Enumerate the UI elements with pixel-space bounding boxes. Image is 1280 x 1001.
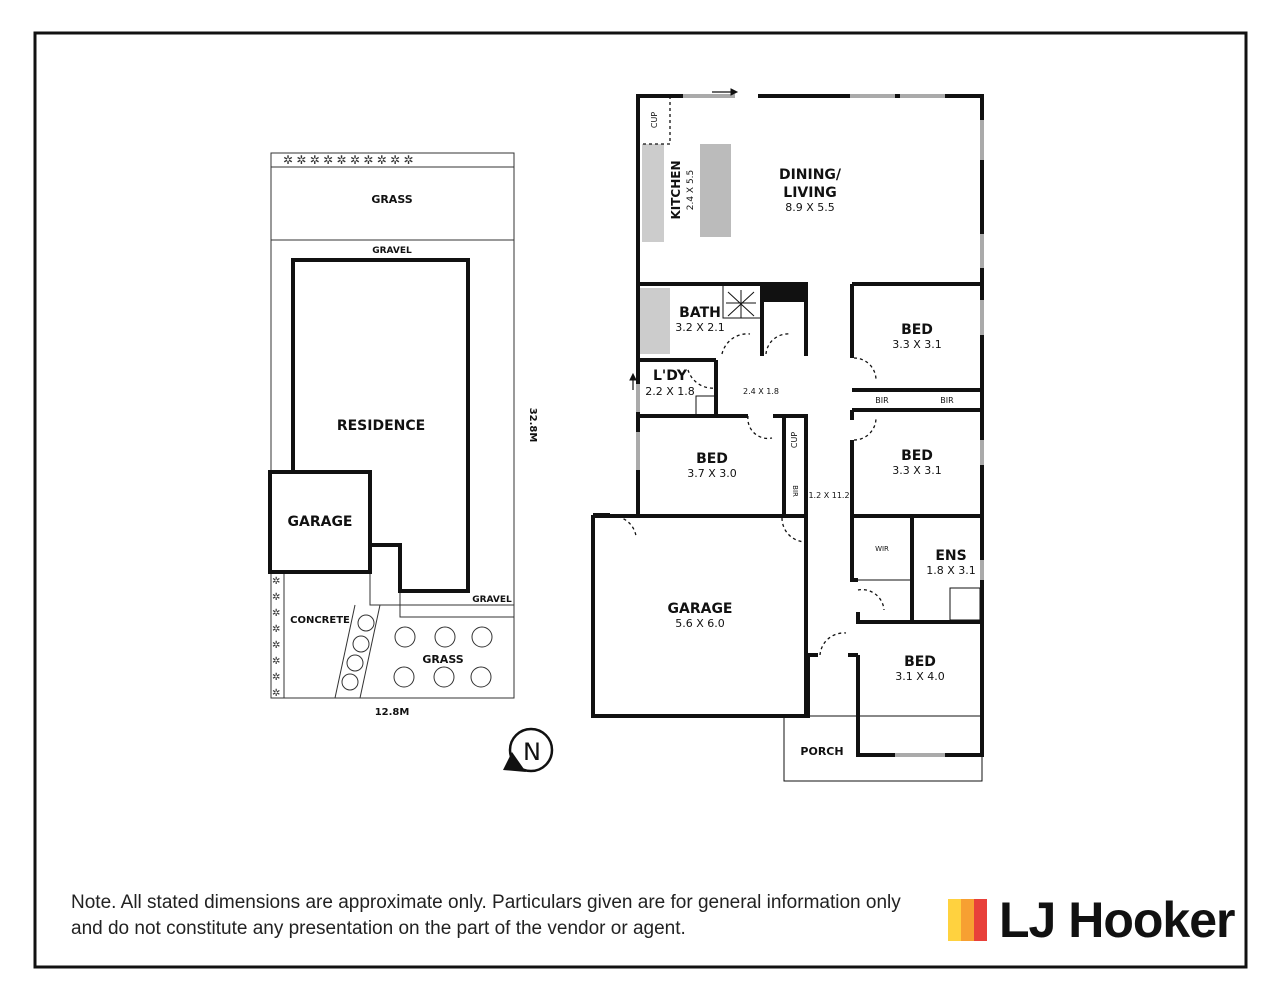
svg-text:LIVING: LIVING [783, 185, 836, 201]
svg-text:2.4 X 5.5: 2.4 X 5.5 [686, 170, 696, 211]
svg-text:8.9 X 5.5: 8.9 X 5.5 [785, 201, 835, 214]
site-label-concrete: CONCRETE [290, 615, 350, 626]
svg-text:BED: BED [901, 448, 933, 464]
logo-bar-red [974, 899, 987, 941]
svg-text:✲: ✲ [272, 656, 280, 667]
site-label-residence: RESIDENCE [337, 418, 425, 434]
room-bed-3: BED 3.7 X 3.0 [687, 451, 737, 480]
svg-text:✲: ✲ [272, 624, 280, 635]
hall-dim-1: 2.4 X 1.8 [743, 387, 779, 396]
svg-text:3.2 X 2.1: 3.2 X 2.1 [675, 321, 725, 334]
site-width-dim: 12.8M [375, 707, 410, 718]
site-label-gravel-side: GRAVEL [472, 595, 512, 605]
room-bed-4: BED 3.1 X 4.0 [895, 654, 945, 683]
room-bed-1: BED 3.3 X 3.1 [892, 322, 942, 351]
svg-text:3.7 X 3.0: 3.7 X 3.0 [687, 467, 737, 480]
site-depth-dim: 32.8M [527, 408, 538, 443]
room-bed-2: BED 3.3 X 3.1 [892, 448, 942, 477]
svg-text:✲: ✲ [272, 592, 280, 603]
north-compass-icon: N [503, 727, 554, 773]
wir-label: WIR [875, 545, 889, 553]
svg-text:✲: ✲ [272, 576, 280, 587]
svg-text:GARAGE: GARAGE [668, 601, 733, 617]
svg-text:✲: ✲ [272, 688, 280, 699]
room-kitchen: KITCHEN 2.4 X 5.5 [669, 160, 696, 219]
svg-text:KITCHEN: KITCHEN [669, 160, 683, 219]
site-label-garage: GARAGE [288, 514, 353, 530]
room-garage: GARAGE 5.6 X 6.0 [668, 601, 733, 630]
svg-text:1.8 X 3.1: 1.8 X 3.1 [926, 564, 976, 577]
svg-text:3.3 X 3.1: 3.3 X 3.1 [892, 464, 942, 477]
site-label-gravel: GRAVEL [372, 246, 412, 256]
cupboard-label: CUP [650, 112, 659, 128]
room-ensuite: ENS 1.8 X 3.1 [926, 548, 976, 577]
lj-hooker-logo: LJ Hooker [948, 892, 1236, 948]
logo-bar-yellow [948, 899, 961, 941]
room-laundry: L'DY 2.2 X 1.8 [645, 368, 695, 398]
svg-text:2.2 X 1.8: 2.2 X 1.8 [645, 385, 695, 398]
logo-bar-orange [961, 899, 974, 941]
hall-dim-2: 1.2 X 11.2 [808, 491, 849, 500]
brand-name: LJ Hooker [999, 892, 1236, 948]
hedge-icon: ✲ ✲ ✲ ✲ ✲ ✲ ✲ ✲ [272, 576, 280, 699]
svg-text:N: N [523, 738, 541, 766]
svg-text:L'DY: L'DY [653, 368, 688, 384]
svg-text:✲: ✲ [272, 608, 280, 619]
room-bath: BATH 3.2 X 2.1 [675, 305, 725, 334]
bir-label: BIR [875, 396, 889, 405]
bir-label: BIR [791, 485, 799, 497]
floor-plan [591, 88, 984, 782]
svg-text:✲ ✲ ✲ ✲ ✲ ✲ ✲ ✲ ✲ ✲: ✲ ✲ ✲ ✲ ✲ ✲ ✲ ✲ ✲ ✲ [283, 153, 414, 167]
svg-text:BED: BED [901, 322, 933, 338]
svg-text:BED: BED [904, 654, 936, 670]
cupboard-label: CUP [790, 432, 799, 448]
page-frame [33, 31, 1248, 969]
room-porch: PORCH [800, 745, 843, 758]
svg-text:✲: ✲ [272, 672, 280, 683]
site-plan: ✲ ✲ ✲ ✲ ✲ ✲ ✲ ✲ ✲ ✲ ✲ ✲ ✲ ✲ ✲ ✲ ✲ ✲ [268, 152, 515, 699]
site-label-grass: GRASS [371, 193, 412, 206]
svg-text:ENS: ENS [935, 548, 966, 564]
svg-text:BATH: BATH [679, 305, 721, 321]
svg-text:✲: ✲ [272, 640, 280, 651]
hedge-icon: ✲ ✲ ✲ ✲ ✲ ✲ ✲ ✲ ✲ ✲ [283, 153, 414, 167]
site-label-grass-bottom: GRASS [422, 653, 463, 666]
room-dining-living: DINING/ LIVING 8.9 X 5.5 [779, 167, 842, 214]
svg-text:BED: BED [696, 451, 728, 467]
svg-text:3.3 X 3.1: 3.3 X 3.1 [892, 338, 942, 351]
svg-text:3.1 X 4.0: 3.1 X 4.0 [895, 670, 945, 683]
disclaimer-note: Note. All stated dimensions are approxim… [71, 892, 901, 939]
bir-label: BIR [940, 396, 954, 405]
svg-text:5.6 X 6.0: 5.6 X 6.0 [675, 617, 725, 630]
svg-text:DINING/: DINING/ [779, 167, 842, 183]
